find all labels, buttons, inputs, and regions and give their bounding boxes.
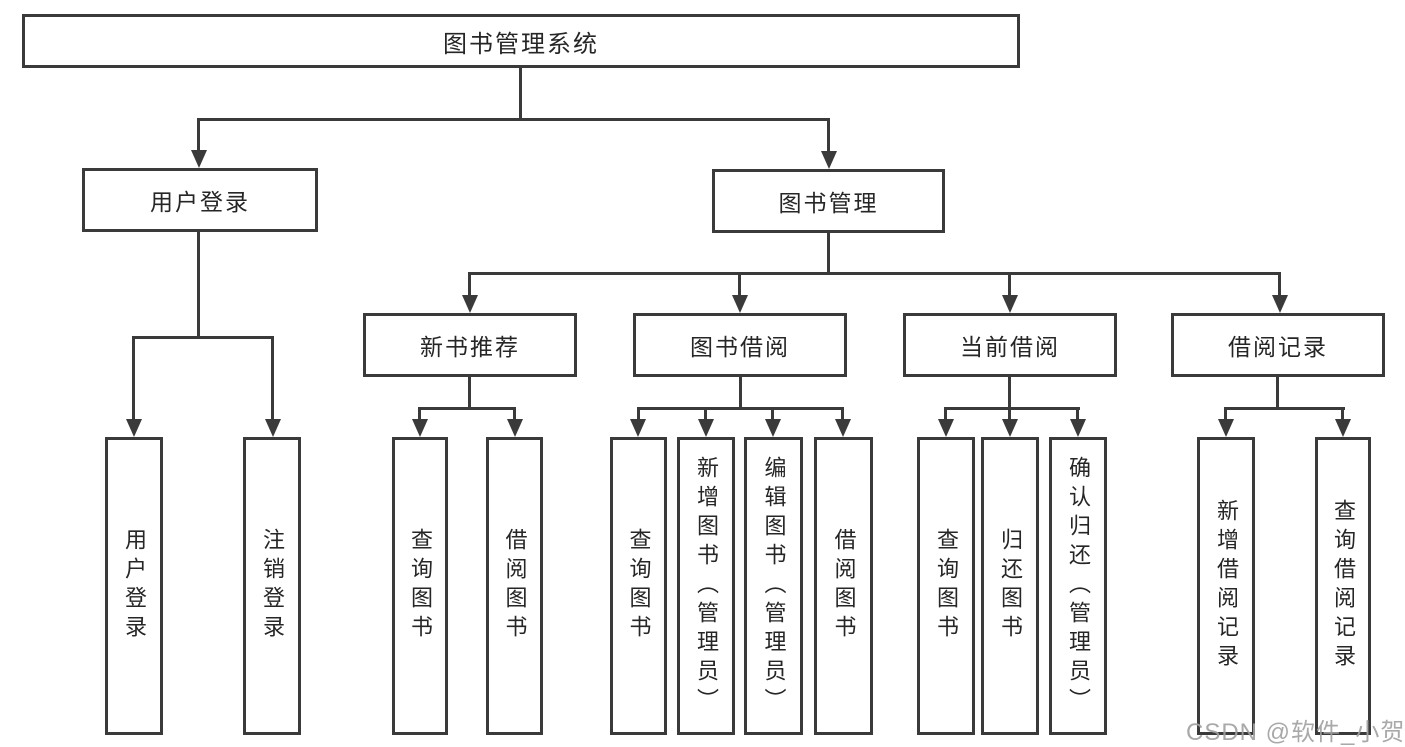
node-current-borrow: 当前借阅 — [903, 313, 1117, 377]
connector-drop-bb-add — [704, 407, 707, 420]
arrowhead-br-query — [1335, 419, 1351, 437]
leaf-bb-add-books-admin-label: 新增图书（管理员） — [694, 455, 719, 717]
node-root-label: 图书管理系统 — [443, 30, 599, 58]
leaf-cb-return-books: 归还图书 — [981, 437, 1039, 735]
leaf-cb-confirm-return-admin: 确认归还（管理员） — [1049, 437, 1107, 735]
node-new-book-recommend-label: 新书推荐 — [420, 334, 520, 360]
connector-drop-bb-query — [637, 407, 640, 420]
connector-book-borrow-rail — [637, 407, 844, 410]
arrowhead-cb-return — [1002, 419, 1018, 437]
leaf-br-query-record: 查询借阅记录 — [1315, 437, 1371, 735]
connector-level2-rail — [197, 118, 830, 121]
leaf-user-login: 用户登录 — [105, 437, 163, 735]
arrowhead-bb-add — [698, 419, 714, 437]
arrowhead-new-book — [462, 295, 478, 313]
connector-borrow-records-stem — [1276, 377, 1279, 407]
node-book-management: 图书管理 — [712, 169, 945, 233]
connector-drop-cb-return — [1008, 407, 1011, 420]
connector-drop-new-book — [468, 272, 471, 296]
leaf-bb-query-books: 查询图书 — [610, 437, 667, 735]
leaf-bb-borrow-books-label: 借阅图书 — [831, 528, 857, 644]
connector-level3-rail — [468, 272, 1281, 275]
connector-drop-cb-confirm — [1076, 407, 1079, 420]
connector-user-login-rail — [132, 336, 274, 339]
node-user-login-label: 用户登录 — [150, 189, 250, 215]
arrowhead-cb-query — [938, 419, 954, 437]
leaf-nbr-query-books-label: 查询图书 — [408, 528, 433, 644]
arrowhead-bb-query — [630, 419, 646, 437]
node-current-borrow-label: 当前借阅 — [960, 334, 1060, 360]
connector-root-stem — [519, 68, 522, 118]
leaf-br-add-record-label: 新增借阅记录 — [1214, 499, 1239, 673]
leaf-bb-edit-books-admin: 编辑图书（管理员） — [744, 437, 803, 735]
csdn-watermark: CSDN @软件_小贺同学 — [1186, 719, 1405, 746]
connector-drop-borrow-records — [1278, 272, 1281, 296]
arrowhead-user-login — [191, 150, 207, 168]
arrowhead-current-borrow — [1002, 295, 1018, 313]
connector-borrow-records-rail — [1224, 407, 1345, 410]
leaf-cb-query-books: 查询图书 — [917, 437, 975, 735]
connector-drop-nbr-borrow — [513, 407, 516, 420]
arrowhead-book-borrow — [732, 295, 748, 313]
node-book-management-label: 图书管理 — [778, 190, 879, 216]
leaf-bb-borrow-books: 借阅图书 — [814, 437, 873, 735]
arrowhead-cb-confirm — [1070, 419, 1086, 437]
leaf-nbr-borrow-books-label: 借阅图书 — [502, 528, 528, 644]
connector-current-borrow-stem — [1008, 377, 1011, 407]
leaf-logout-label: 注销登录 — [260, 528, 285, 644]
connector-drop-user-login — [197, 118, 200, 152]
arrowhead-nbr-query — [412, 419, 428, 437]
arrowhead-borrow-records — [1272, 295, 1288, 313]
connector-drop-leaf-user-login — [132, 336, 135, 420]
connector-current-borrow-rail — [944, 407, 1080, 410]
node-user-login: 用户登录 — [82, 168, 318, 232]
leaf-cb-confirm-return-admin-label: 确认归还（管理员） — [1066, 455, 1091, 717]
arrowhead-br-add — [1218, 419, 1234, 437]
connector-drop-bb-edit — [771, 407, 774, 420]
connector-drop-nbr-query — [418, 407, 421, 420]
connector-drop-bb-borrow — [841, 407, 844, 420]
leaf-nbr-borrow-books: 借阅图书 — [486, 437, 543, 735]
arrowhead-bb-borrow — [835, 419, 851, 437]
node-book-borrow-label: 图书借阅 — [690, 334, 790, 360]
connector-drop-br-query — [1341, 407, 1344, 420]
arrowhead-nbr-borrow — [507, 419, 523, 437]
arrowhead-bb-edit — [765, 419, 781, 437]
connector-book-mgmt-stem — [827, 233, 830, 272]
connector-new-book-stem — [468, 377, 471, 407]
leaf-user-login-label: 用户登录 — [122, 528, 147, 644]
connector-drop-leaf-logout — [271, 336, 274, 420]
leaf-cb-query-books-label: 查询图书 — [934, 528, 959, 644]
leaf-bb-query-books-label: 查询图书 — [626, 528, 652, 644]
connector-drop-book-borrow — [738, 272, 741, 296]
leaf-br-add-record: 新增借阅记录 — [1197, 437, 1255, 735]
node-borrow-records: 借阅记录 — [1171, 313, 1385, 377]
leaf-br-query-record-label: 查询借阅记录 — [1331, 499, 1356, 673]
node-root-system: 图书管理系统 — [22, 14, 1020, 68]
connector-new-book-rail — [418, 407, 516, 410]
connector-drop-book-mgmt — [827, 118, 830, 152]
leaf-bb-edit-books-admin-label: 编辑图书（管理员） — [761, 455, 787, 717]
node-new-book-recommend: 新书推荐 — [363, 313, 577, 377]
leaf-cb-return-books-label: 归还图书 — [998, 528, 1023, 644]
arrowhead-leaf-logout — [265, 419, 281, 437]
leaf-nbr-query-books: 查询图书 — [392, 437, 448, 735]
connector-user-login-stem — [197, 232, 200, 336]
arrowhead-leaf-user-login — [126, 419, 142, 437]
connector-drop-current-borrow — [1008, 272, 1011, 296]
leaf-logout: 注销登录 — [243, 437, 301, 735]
node-book-borrow: 图书借阅 — [633, 313, 847, 377]
arrowhead-book-mgmt — [821, 151, 837, 169]
leaf-bb-add-books-admin: 新增图书（管理员） — [677, 437, 735, 735]
node-borrow-records-label: 借阅记录 — [1228, 334, 1328, 360]
connector-drop-br-add — [1224, 407, 1227, 420]
connector-drop-cb-query — [944, 407, 947, 420]
connector-book-borrow-stem — [739, 377, 742, 407]
